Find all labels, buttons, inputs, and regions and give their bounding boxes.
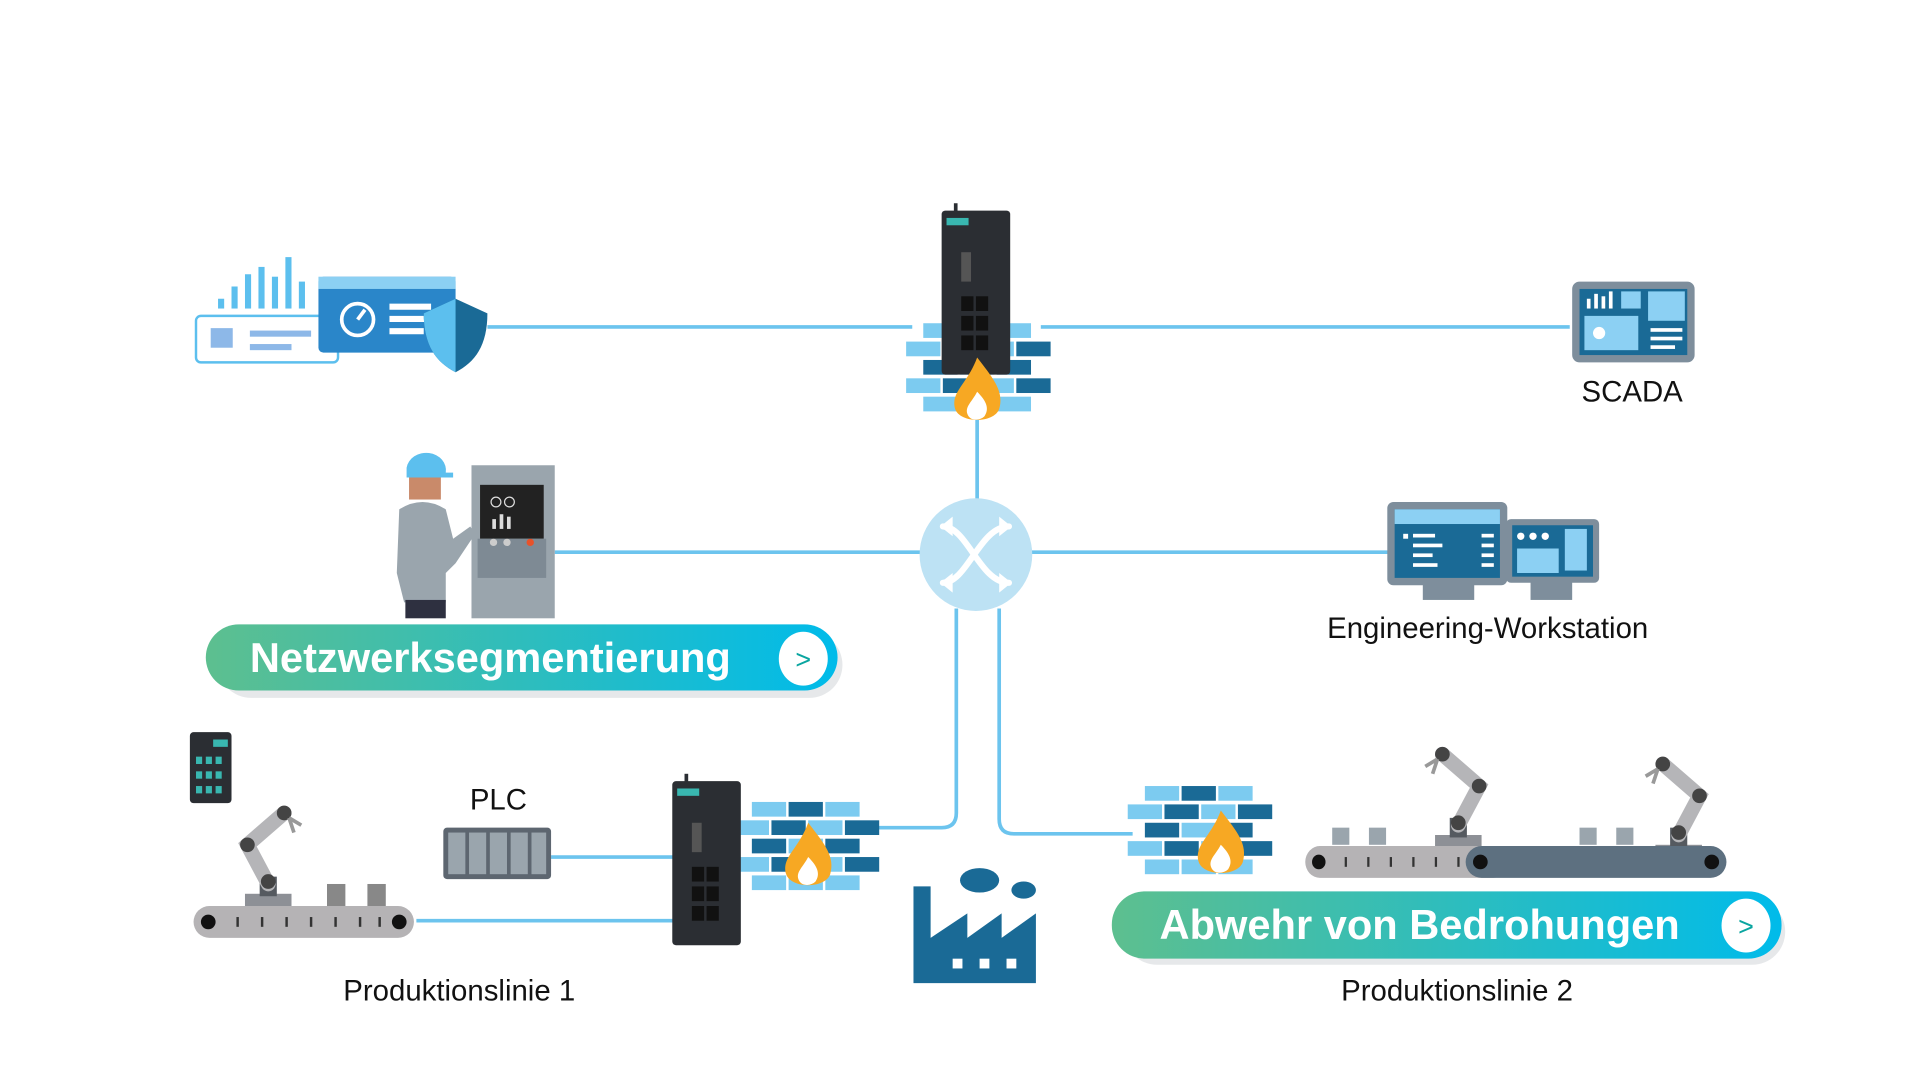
production-line-2-label: Produktionslinie 2 <box>1341 974 1573 1007</box>
production-line-1-label: Produktionslinie 1 <box>343 974 575 1007</box>
link-switch-line2 <box>997 608 1133 836</box>
threat-defense-arrow: > <box>1738 911 1754 941</box>
link-switch-line1 <box>857 608 959 830</box>
flame-icon <box>1197 810 1245 873</box>
connection-lines <box>416 325 1570 923</box>
conveyor-icon <box>1465 846 1727 878</box>
chevron-right-icon <box>778 631 828 686</box>
engineering-workstation-label: Engineering-Workstation <box>1327 612 1648 645</box>
plc-icon <box>443 827 552 880</box>
dashboard-shield-icon <box>194 257 488 373</box>
factory-icon <box>913 868 1036 984</box>
chevron-right-icon <box>1721 898 1771 953</box>
conveyor-icon <box>192 904 416 940</box>
threat-defense-button-label: Abwehr von Bedrohungen <box>1160 901 1680 948</box>
segmentation-button[interactable]: Netzwerksegmentierung > <box>205 624 843 698</box>
small-switch-icon <box>189 732 232 804</box>
firewall-line1-icon <box>672 773 880 946</box>
segmentation-arrow: > <box>795 644 811 674</box>
firewall-switch-icon <box>906 203 1051 420</box>
robot-arm-icon <box>1646 757 1707 860</box>
boxes <box>327 883 386 907</box>
operator-panel-icon <box>396 452 555 619</box>
scada-label: SCADA <box>1582 376 1684 409</box>
scada-monitor-icon <box>1572 281 1695 363</box>
threat-defense-button[interactable]: Abwehr von Bedrohungen > <box>1111 891 1786 965</box>
segmentation-button-label: Netzwerksegmentierung <box>250 634 731 681</box>
robot-arm-icon <box>1425 747 1486 850</box>
robot-arm-icon <box>240 806 301 909</box>
network-switch-icon <box>919 498 1033 611</box>
plc-label: PLC <box>470 783 527 816</box>
firewall-line2-icon <box>1127 786 1273 875</box>
boxes <box>1332 827 1634 845</box>
workstation-icon <box>1387 501 1600 600</box>
